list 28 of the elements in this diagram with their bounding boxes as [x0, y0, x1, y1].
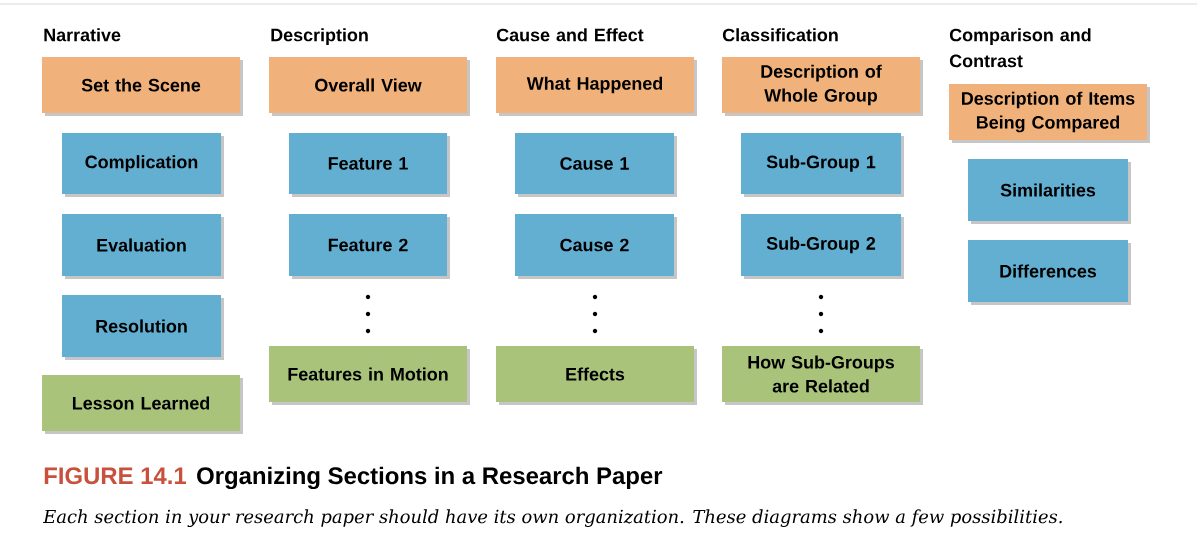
conclusion-box: Features in Motion [269, 346, 470, 405]
column-heading: Narrative [44, 28, 121, 42]
heading-box: Description of Whole Group [722, 57, 923, 116]
section-box: Feature 2 [289, 214, 450, 279]
conclusion-box: How Sub-Groups are Related [722, 346, 923, 405]
conclusion-box: Lesson Learned [42, 375, 243, 434]
figure-number: FIGURE 14.1 [44, 467, 186, 485]
figure-title: Organizing Sections in a Research Paper [197, 466, 663, 490]
section-box: Cause 2 [515, 214, 677, 279]
section-box: Sub-Group 2 [741, 214, 904, 279]
column-heading: Comparison and Contrast [949, 28, 1091, 68]
caption: Each section in your research paper should have its own organization. These diagrams show a few possibilities. [42, 509, 1062, 527]
section-box: Cause 1 [515, 133, 677, 197]
heading-box: Overall View [269, 57, 470, 116]
column-heading: Description [271, 28, 368, 45]
heading-box: Set the Scene [42, 57, 243, 116]
section-box: Sub-Group 1 [741, 133, 904, 197]
heading-box: Description of Items Being Compared [949, 84, 1150, 143]
section-box: Resolution [62, 295, 224, 360]
section-box: Complication [62, 133, 224, 197]
column-heading: Classification [722, 28, 838, 42]
section-box: Evaluation [62, 214, 224, 279]
heading-box: What Happened [496, 57, 697, 116]
section-box: Differences [968, 240, 1131, 305]
section-box: Feature 1 [289, 133, 450, 197]
column-heading: Cause and Effect [496, 28, 644, 42]
section-box: Similarities [968, 159, 1131, 224]
conclusion-box: Effects [496, 346, 697, 405]
